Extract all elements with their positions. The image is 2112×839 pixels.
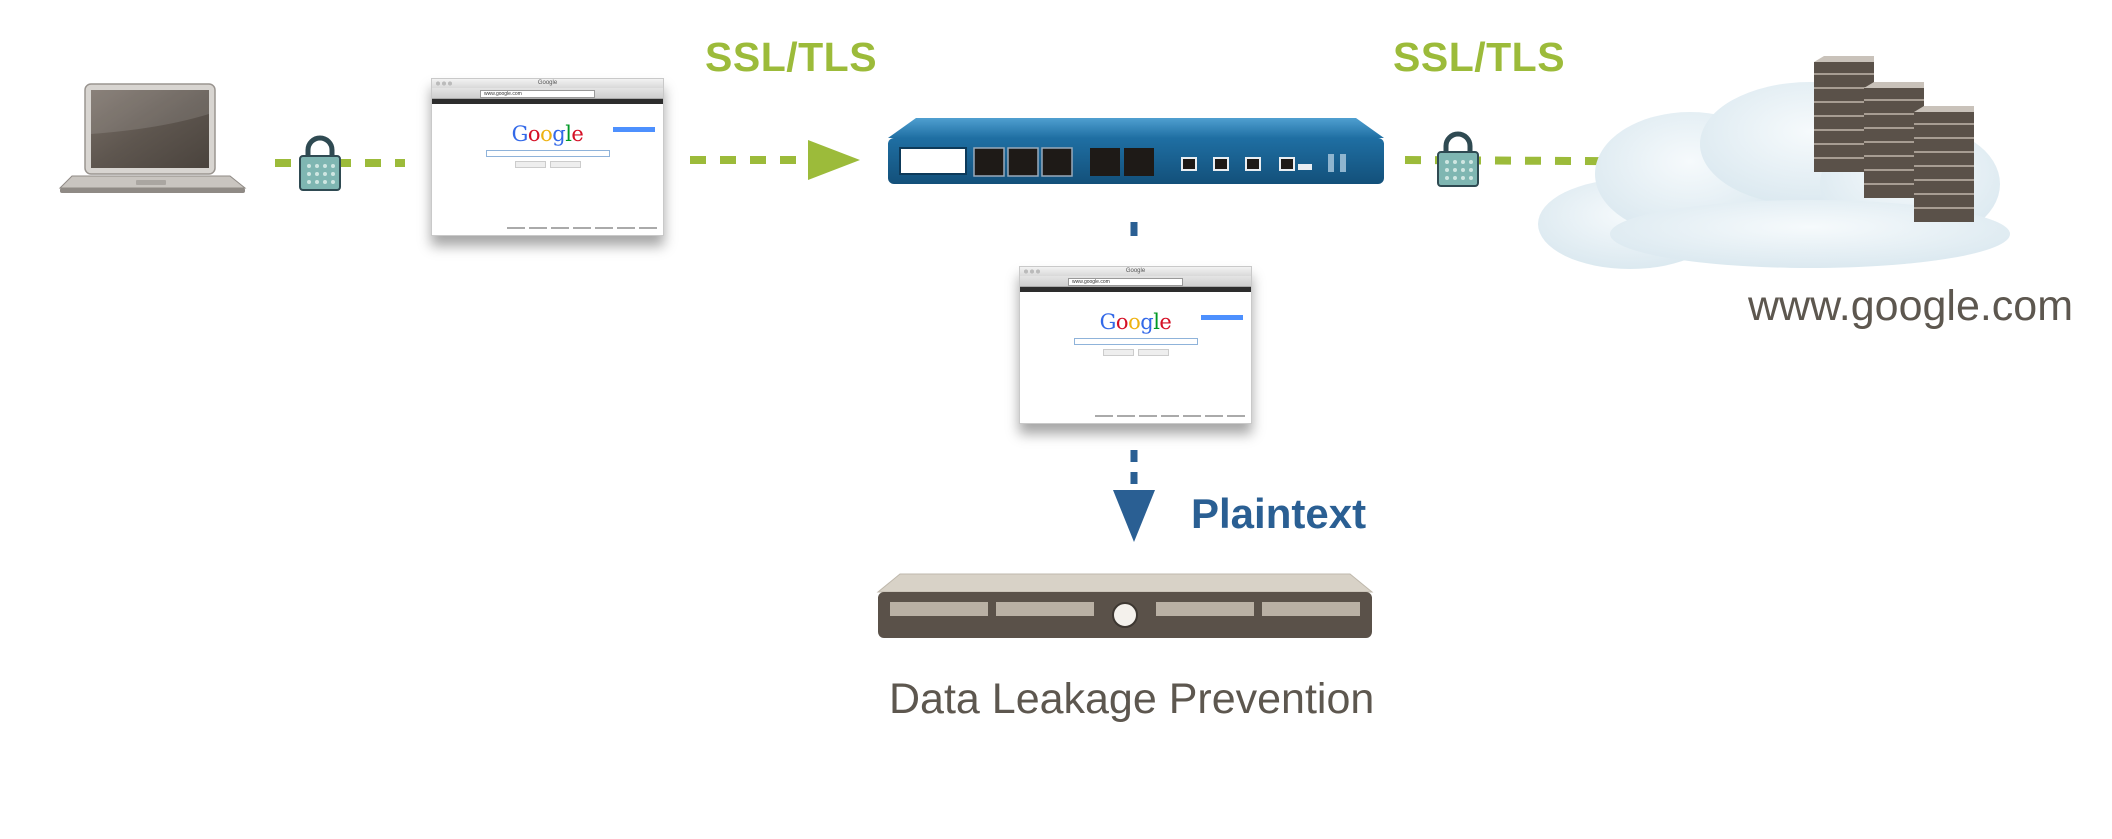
google-search-box [485, 150, 610, 157]
google-logo: Google [511, 122, 584, 146]
browser-titlebar: Google [432, 79, 663, 88]
promo-button [613, 127, 655, 132]
window-controls-icon [1024, 269, 1040, 274]
google-search-buttons [1020, 349, 1251, 356]
google-logo: Google [1099, 310, 1172, 334]
browser-window-decrypted: Google www.google.com Google [1019, 266, 1252, 424]
ssl-tls-label-right: SSL/TLS [1393, 34, 1566, 80]
firewall-appliance-icon [888, 118, 1384, 184]
lock-icon-left [299, 135, 341, 191]
plaintext-label: Plaintext [1191, 490, 1367, 537]
google-nav-bar [432, 99, 663, 104]
browser-title: Google [537, 80, 558, 86]
laptop-icon [58, 83, 247, 193]
dlp-label: Data Leakage Prevention [889, 675, 1375, 723]
google-footer-links [507, 227, 657, 229]
server-3 [1914, 106, 1974, 222]
window-controls-icon [436, 81, 452, 86]
ssl-tls-label-left: SSL/TLS [705, 34, 878, 80]
browser-window-client: Google www.google.com Google [431, 78, 664, 236]
browser-titlebar: Google [1020, 267, 1251, 276]
promo-button [1201, 315, 1243, 320]
browser-title: Google [1125, 268, 1146, 274]
lock-icon-right [1437, 131, 1479, 187]
google-footer-links [1095, 415, 1245, 417]
google-domain-label: www.google.com [1748, 282, 2074, 330]
arrowhead-to-dlp [1113, 490, 1155, 542]
google-search-buttons [432, 161, 663, 168]
browser-url: www.google.com [1068, 278, 1183, 286]
browser-toolbar: www.google.com [432, 88, 663, 99]
server-rack-icon [1814, 56, 1974, 222]
browser-url: www.google.com [480, 90, 595, 98]
dlp-appliance-icon [876, 573, 1374, 638]
google-search-box [1073, 338, 1198, 345]
arrowhead-to-firewall [808, 140, 860, 180]
browser-toolbar: www.google.com [1020, 276, 1251, 287]
google-nav-bar [1020, 287, 1251, 292]
